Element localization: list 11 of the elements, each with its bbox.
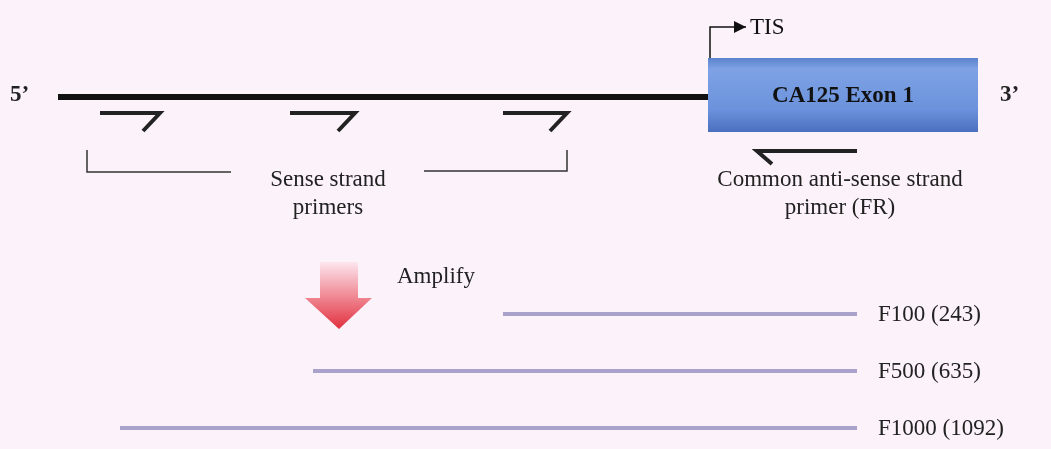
tis-label: TIS: [750, 12, 798, 42]
sense-primers-label: Sense strand primers: [269, 165, 387, 221]
product-label: F100 (243): [878, 300, 981, 328]
antisense-primer-label: Common anti-sense strand primer (FR): [716, 165, 964, 221]
arrow: [709, 21, 747, 59]
five-prime-label: 5’: [10, 80, 30, 108]
product-label: F1000 (1092): [878, 414, 1004, 442]
amplify-label: Amplify: [397, 262, 475, 290]
three-prime-label: 3’: [1000, 80, 1020, 108]
product-label: F500 (635): [878, 357, 981, 385]
exon-box: CA125 Exon 1: [708, 58, 978, 132]
